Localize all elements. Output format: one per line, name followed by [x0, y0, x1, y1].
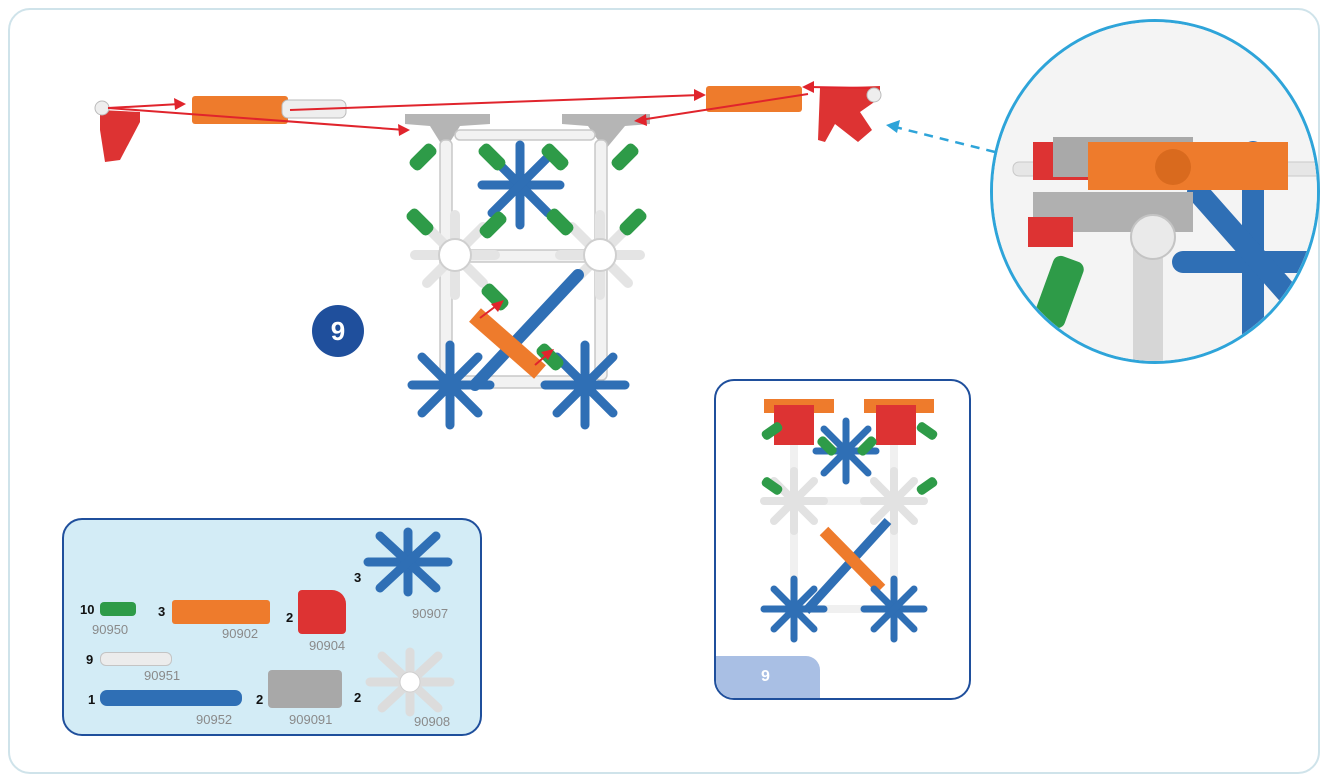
part-qty: 2: [256, 692, 264, 707]
part-qty: 9: [86, 652, 94, 667]
page-frame: [8, 8, 1320, 774]
part-blue-connector-icon: [363, 527, 453, 597]
part-qty: 2: [354, 690, 362, 705]
part-code: 90908: [414, 714, 451, 729]
part-qty: 1: [88, 692, 96, 707]
part-qty: 3: [158, 604, 166, 619]
part-qty: 3: [354, 570, 362, 585]
step-result-illustration: [760, 399, 938, 643]
orange-diagonal-rod: [469, 308, 546, 379]
zoom-pointer-arrow: [886, 120, 996, 154]
grey-half-connector-right: [562, 114, 650, 150]
parts-list-panel: 10 90950 3 90902 2 90904 3 90907 9 90951…: [62, 518, 482, 736]
part-orange-rod-icon: [172, 600, 270, 624]
blue-connector-bottom-left: [407, 340, 495, 430]
part-white-connector-icon: [365, 647, 455, 717]
part-qty: 2: [286, 610, 294, 625]
assembly-arrows: [107, 81, 871, 366]
part-green-connector-icon: [100, 602, 136, 616]
part-red-half-connector-icon: [298, 590, 346, 634]
blue-diagonal-rod: [469, 269, 584, 391]
result-step-tab: 9: [716, 656, 820, 698]
top-right-red-connector: [818, 86, 882, 142]
part-blue-long-rod-icon: [100, 690, 242, 706]
zoom-detail-illustration: [993, 22, 1317, 361]
part-code: 90951: [144, 668, 181, 683]
top-left-red-connector: [94, 100, 140, 162]
part-qty: 10: [80, 602, 95, 617]
part-code: 90952: [196, 712, 233, 727]
step-result-card: 9: [714, 379, 971, 700]
step-number-badge: 9: [312, 305, 364, 357]
part-code: 90902: [222, 626, 259, 641]
part-code: 90950: [92, 622, 129, 637]
part-grey-half-connector-icon: [268, 670, 342, 708]
part-code: 90904: [309, 638, 346, 653]
part-code: 90907: [412, 606, 449, 621]
blue-connector-bottom-right: [540, 340, 630, 430]
part-white-rod-icon: [100, 652, 172, 666]
grey-half-connector-left: [405, 114, 490, 150]
part-code: 909091: [289, 712, 333, 727]
zoom-detail-view: [990, 19, 1320, 364]
